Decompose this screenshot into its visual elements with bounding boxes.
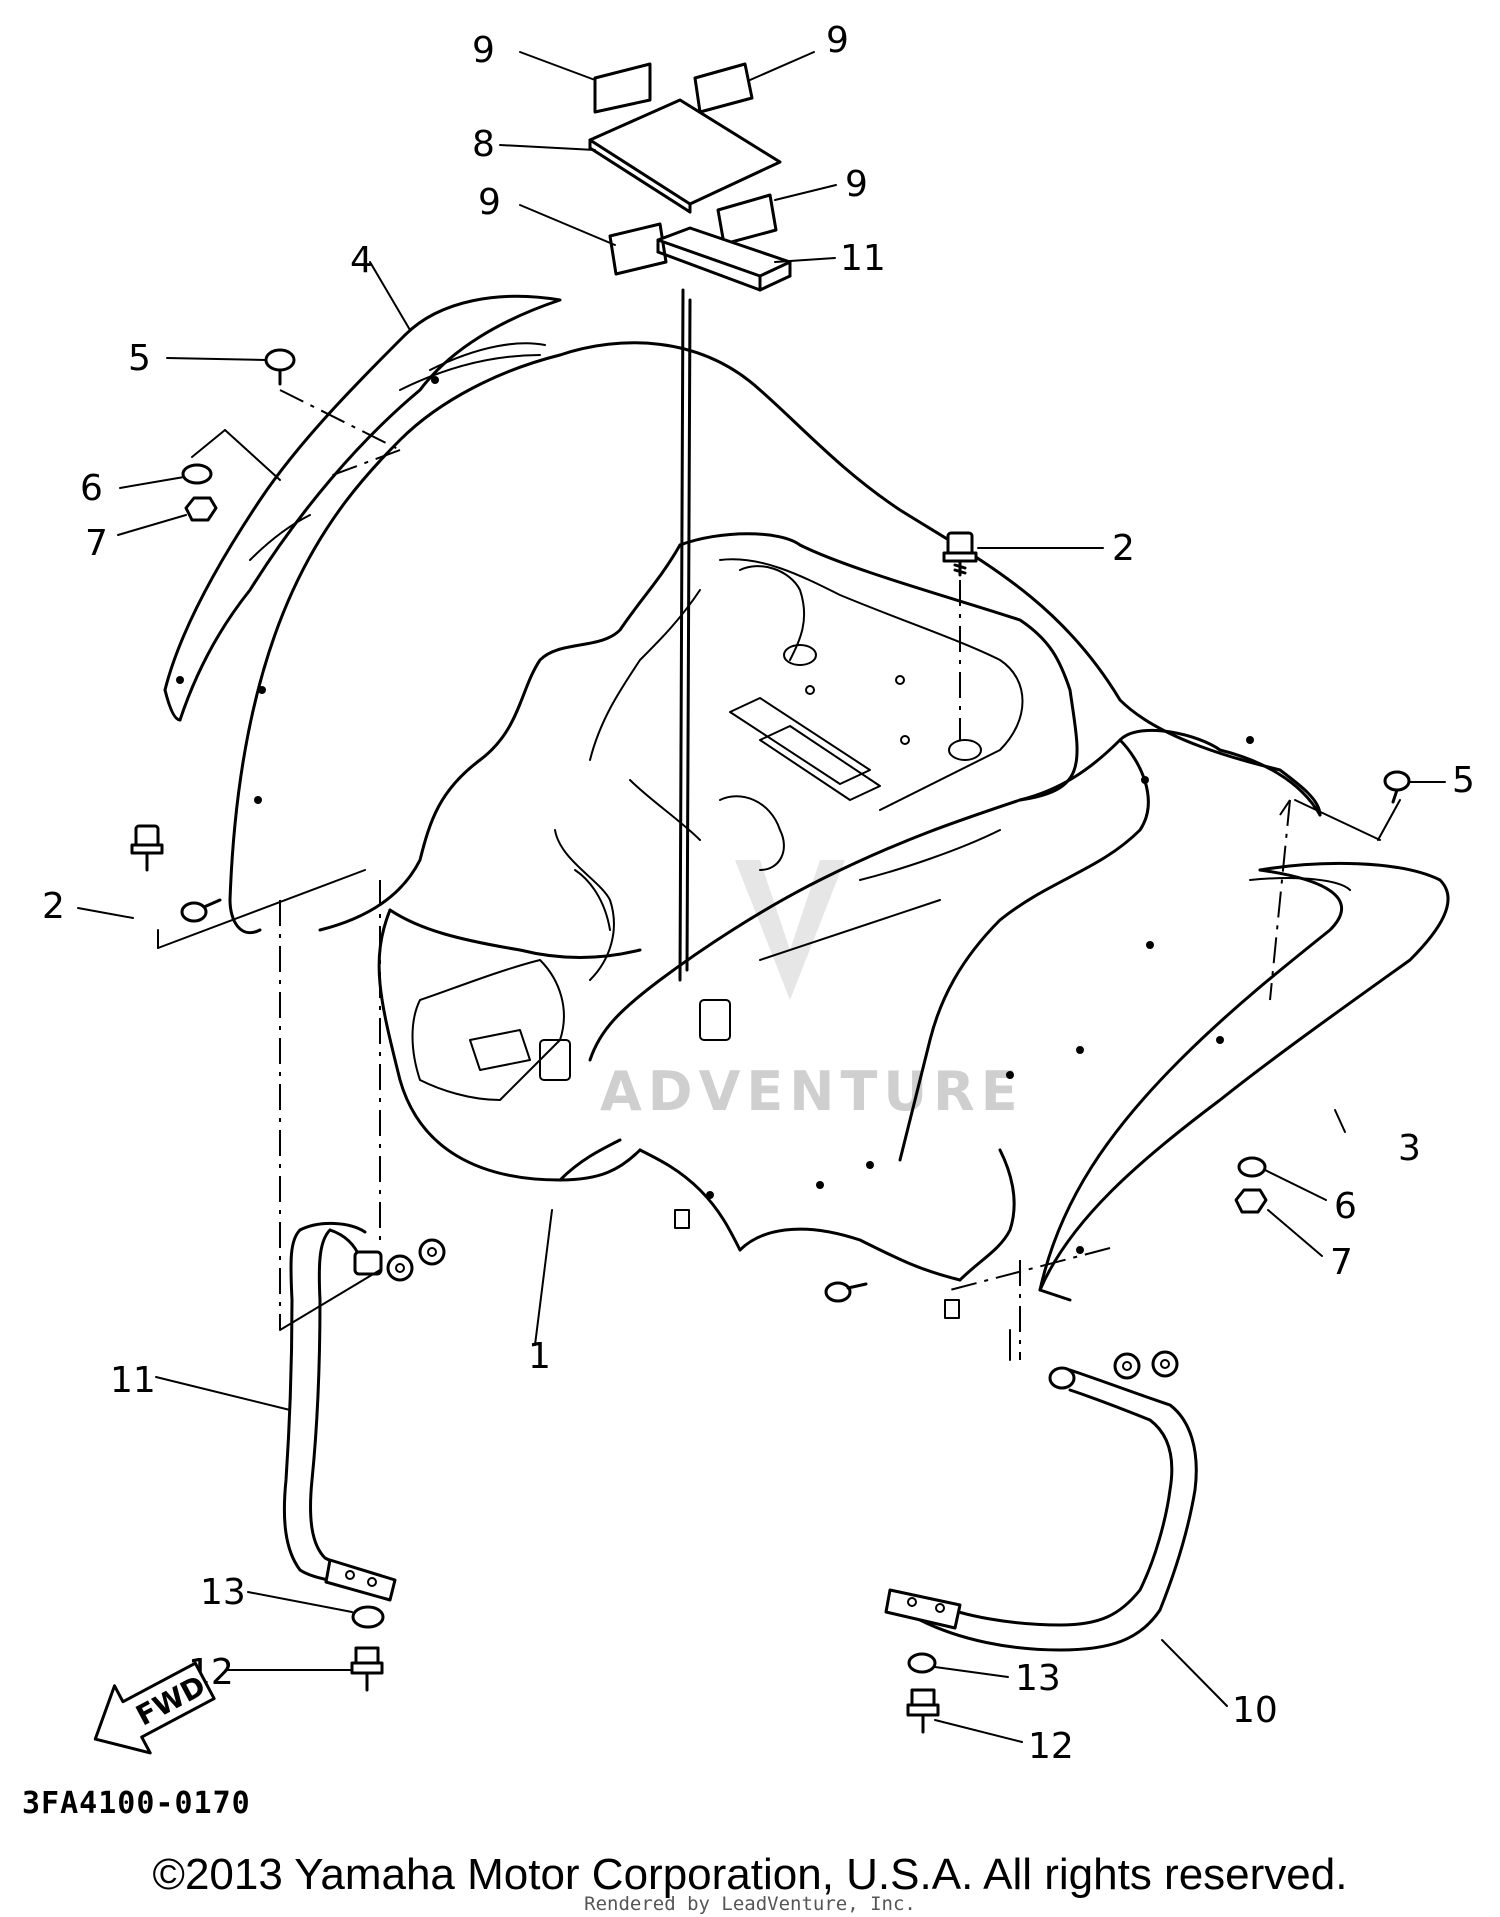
copyright-notice: ©2013 Yamaha Motor Corporation, U.S.A. A… [152,1850,1348,1899]
screw-lower-right [824,1281,868,1303]
callout-6: 6 [80,468,103,509]
callout-4: 4 [350,240,373,281]
callout-2: 2 [1112,528,1135,569]
callout-12: 12 [1028,1726,1074,1767]
washer-13-left [351,1605,385,1629]
callout-13: 13 [200,1572,246,1613]
callouts: 9 9 8 9 9 11 4 5 6 7 2 2 5 3 6 7 1 11 13… [42,20,1475,1767]
callout-13: 13 [1015,1658,1061,1699]
washer-13-right [907,1652,937,1674]
callout-5: 5 [1452,760,1475,801]
grab-bar-11 [282,1221,397,1602]
nuts-left-bar [386,1238,446,1282]
pad-8 [588,98,782,214]
left-fender-flap-4 [163,294,562,722]
callout-8: 8 [472,124,495,165]
pad-9-mid-left [608,222,668,276]
callout-11: 11 [840,238,886,279]
nuts-right-bar [1113,1350,1179,1380]
leader-lines [77,51,1446,1743]
callout-2: 2 [42,886,65,927]
watermark: ADVENTURE [600,860,1024,1123]
pad-9-mid-right [716,193,778,246]
screw-5-right [1383,770,1411,804]
nut-7-right [1234,1188,1268,1214]
callout-7: 7 [85,523,108,564]
strip-11 [656,226,792,292]
rendered-by-credit: Rendered by LeadVenture, Inc. [584,1893,916,1915]
callout-1: 1 [528,1336,551,1377]
washer-6-left [181,463,213,485]
bolt-12-right [906,1688,940,1734]
pad-9-top-left [593,62,652,114]
bolt-2-right [942,531,978,577]
assembly-lines [279,389,1291,1360]
screw-5-left [264,348,296,386]
callout-9: 9 [826,20,849,61]
bolt-12-left [350,1646,384,1692]
bolt-2-left [130,824,164,872]
callout-5: 5 [128,338,151,379]
watermark-text: ADVENTURE [600,1060,1024,1123]
callout-9: 9 [472,30,495,71]
callout-11: 11 [110,1360,156,1401]
center-guide-line [678,288,685,982]
pad-9-top-right [693,62,754,114]
callout-9: 9 [478,182,501,223]
right-fender-flap-3 [1038,861,1450,1302]
callout-9: 9 [845,164,868,205]
nut-7-left [184,496,218,522]
callout-6: 6 [1334,1186,1357,1227]
callout-10: 10 [1232,1690,1278,1731]
washer-6-right [1237,1156,1267,1178]
callout-7: 7 [1330,1242,1353,1283]
diagram-code: 3FA4100-0170 [22,1786,251,1821]
grab-bar-10 [884,1366,1198,1652]
callout-3: 3 [1398,1128,1421,1169]
screw-left-bracket [180,898,222,923]
rear-fender-body [228,341,1322,1319]
